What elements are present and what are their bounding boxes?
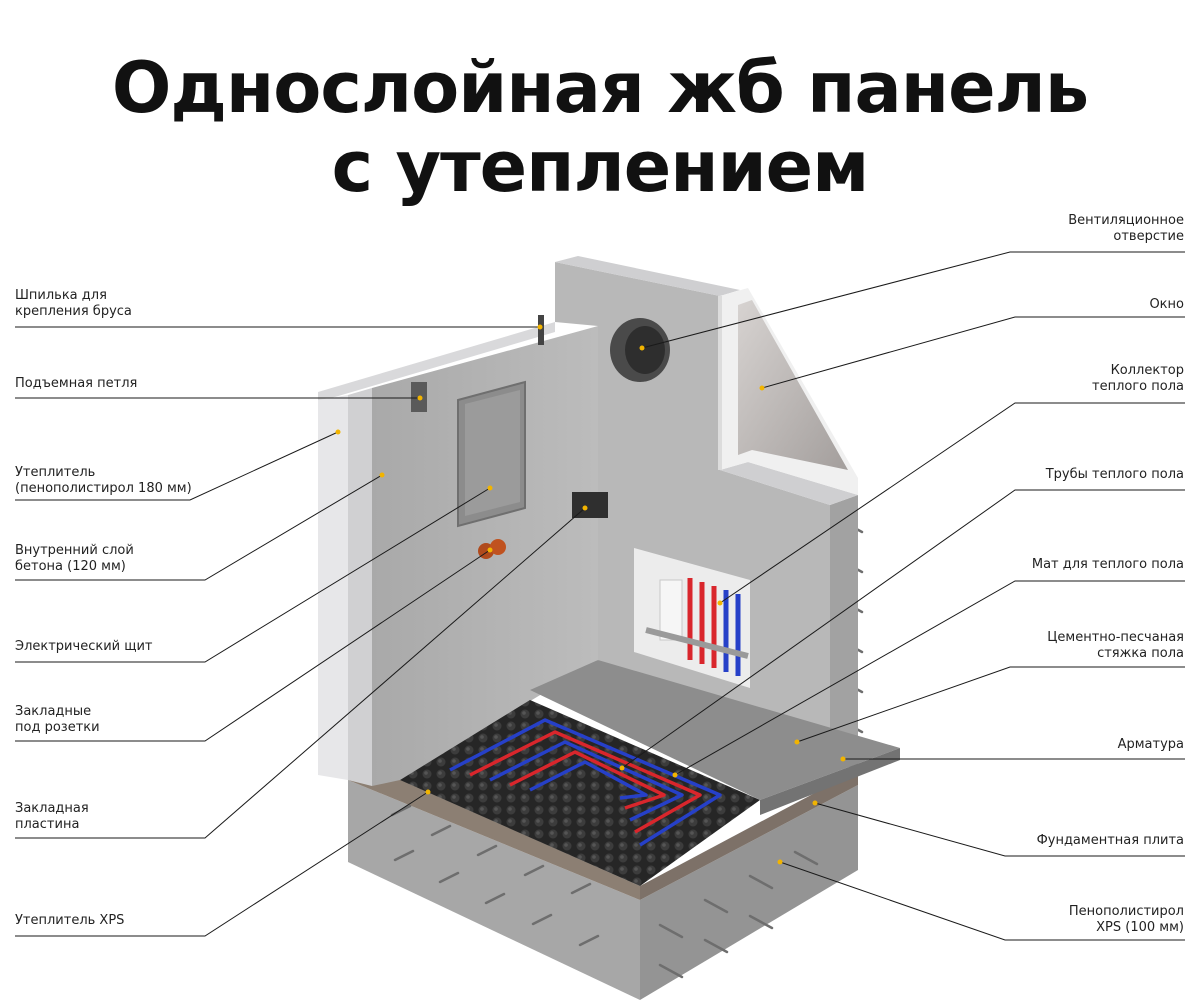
- label-collector-line-1: Коллектор: [1110, 363, 1184, 378]
- label-stud-line-2: крепления бруса: [15, 304, 132, 319]
- stud-shape: [538, 315, 544, 345]
- leader-markers: [335, 324, 846, 865]
- foundation-slab: [348, 770, 858, 1000]
- leader-xps: [15, 791, 429, 937]
- label-socket-embeds-line-2: под розетки: [15, 720, 100, 735]
- label-inner-concrete-line-1: Внутренний слой: [15, 543, 134, 558]
- label-window-line-1: Окно: [1149, 297, 1184, 312]
- label-xps-100: Пенополистирол XPS (100 мм): [1069, 904, 1184, 936]
- window: [718, 288, 858, 495]
- label-insulation-line-2: (пенополистирол 180 мм): [15, 481, 192, 496]
- label-pipes-line-1: Трубы теплого пола: [1045, 467, 1184, 482]
- label-inner-concrete: Внутренний слой бетона (120 мм): [15, 543, 134, 575]
- leader-embed-plate: [15, 507, 586, 839]
- label-xps-insulation-line-1: Утеплитель XPS: [15, 913, 125, 928]
- label-screed-line-1: Цементно-песчаная: [1047, 630, 1184, 645]
- label-screed: Цементно-песчаная стяжка пола: [1047, 630, 1184, 662]
- screed: [530, 660, 900, 815]
- leader-inner-concrete: [15, 474, 383, 581]
- leader-lines: [15, 251, 1185, 941]
- label-insulation-line-1: Утеплитель: [15, 465, 96, 480]
- ventilation-opening: [610, 318, 670, 382]
- label-embed-plate-line-2: пластина: [15, 817, 80, 832]
- label-lifting-loop-line-1: Подъемная петля: [15, 376, 138, 391]
- leader-insulation: [15, 431, 339, 501]
- label-electrical-panel-line-1: Электрический щит: [15, 639, 153, 654]
- label-embed-plate: Закладная пластина: [15, 801, 89, 833]
- label-collector-line-2: теплого пола: [1092, 379, 1184, 394]
- leader-xps-100: [779, 861, 1185, 941]
- leader-electrical-panel: [15, 487, 491, 663]
- label-socket-embeds: Закладные под розетки: [15, 704, 100, 736]
- label-xps-100-line-1: Пенополистирол: [1068, 904, 1184, 919]
- label-foundation-line-1: Фундаментная плита: [1036, 833, 1184, 848]
- diagram-title-line-1: Однослойная жб панель: [111, 47, 1089, 129]
- label-stud: Шпилька для крепления бруса: [15, 288, 132, 320]
- label-pipes: Трубы теплого пола: [1046, 467, 1184, 483]
- label-stud-line-1: Шпилька для: [15, 288, 107, 303]
- leader-socket-embeds: [15, 549, 491, 742]
- label-collector: Коллектор теплого пола: [1092, 363, 1184, 395]
- leader-mat: [674, 580, 1185, 776]
- diagram-title-line-2: с утеплением: [331, 126, 870, 208]
- leader-foundation: [814, 802, 1185, 857]
- floor-heating-mat: [400, 700, 760, 886]
- back-wall: [555, 256, 858, 770]
- label-rebar: Арматура: [1118, 737, 1184, 753]
- electrical-panel-box: [457, 380, 526, 528]
- label-vent-line-2: отверстие: [1113, 229, 1184, 244]
- label-xps-insulation: Утеплитель XPS: [15, 913, 124, 929]
- label-vent-line-1: Вентиляционное: [1068, 213, 1184, 228]
- leader-pipes: [621, 489, 1185, 769]
- label-embed-plate-line-1: Закладная: [15, 801, 89, 816]
- label-window: Окно: [1149, 297, 1184, 313]
- label-insulation: Утеплитель (пенополистирол 180 мм): [15, 465, 192, 497]
- label-xps-100-line-2: XPS (100 мм): [1096, 920, 1184, 935]
- label-rebar-line-1: Арматура: [1117, 737, 1184, 752]
- label-vent: Вентиляционное отверстие: [1068, 213, 1184, 245]
- collector-niche: [634, 548, 750, 688]
- label-socket-embeds-line-1: Закладные: [15, 704, 92, 719]
- label-foundation: Фундаментная плита: [1037, 833, 1184, 849]
- leader-collector: [719, 402, 1185, 604]
- label-mat-line-1: Мат для теплого пола: [1031, 557, 1184, 572]
- label-lifting-loop: Подъемная петля: [15, 376, 137, 392]
- leader-vent: [641, 251, 1185, 349]
- label-inner-concrete-line-2: бетона (120 мм): [15, 559, 126, 574]
- label-electrical-panel: Электрический щит: [15, 639, 152, 655]
- leader-window: [761, 316, 1185, 389]
- label-mat: Мат для теплого пола: [1032, 557, 1184, 573]
- leader-screed: [796, 666, 1185, 743]
- label-screed-line-2: стяжка пола: [1097, 646, 1184, 661]
